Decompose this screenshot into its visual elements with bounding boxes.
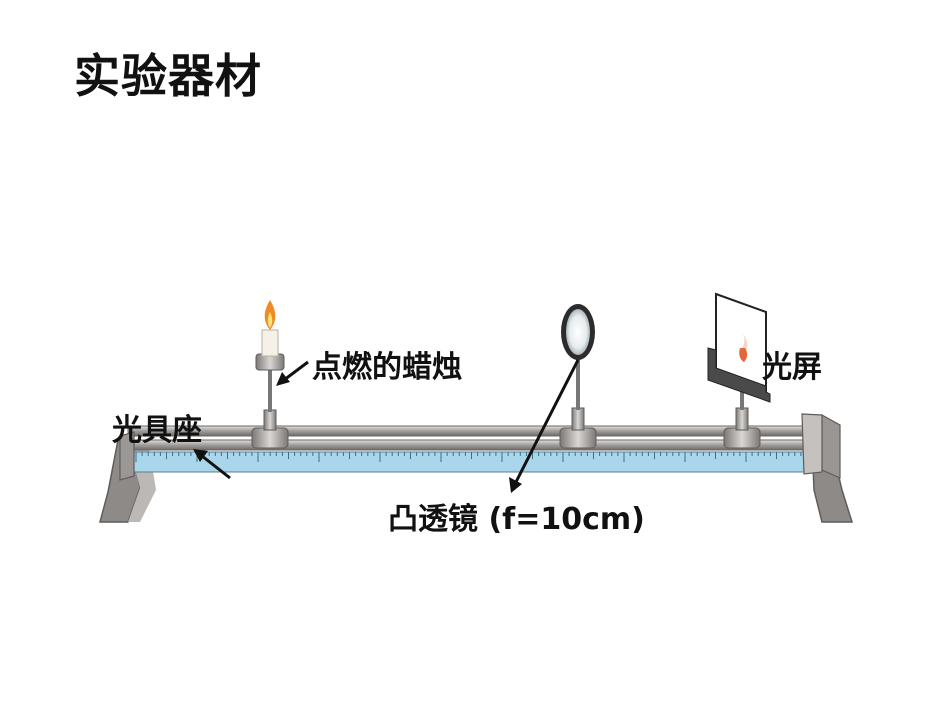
convex-lens bbox=[561, 304, 595, 360]
screen-holder bbox=[723, 382, 761, 449]
page-title: 实验器材 bbox=[74, 49, 262, 103]
flame-image-icon bbox=[739, 348, 748, 362]
annotation-arrows bbox=[193, 359, 580, 493]
candle bbox=[261, 300, 279, 357]
candle-label: 点燃的蜡烛 bbox=[312, 350, 462, 385]
candle-holder bbox=[251, 353, 289, 449]
light-screen bbox=[707, 292, 771, 403]
optical-bench bbox=[99, 413, 854, 523]
lens-label: 凸透镜 (f=10cm) bbox=[388, 502, 645, 537]
base-label: 光具座 bbox=[112, 413, 202, 448]
lens-holder bbox=[559, 356, 597, 449]
screen-label: 光屏 bbox=[762, 350, 822, 385]
scale-ticks bbox=[135, 452, 814, 462]
